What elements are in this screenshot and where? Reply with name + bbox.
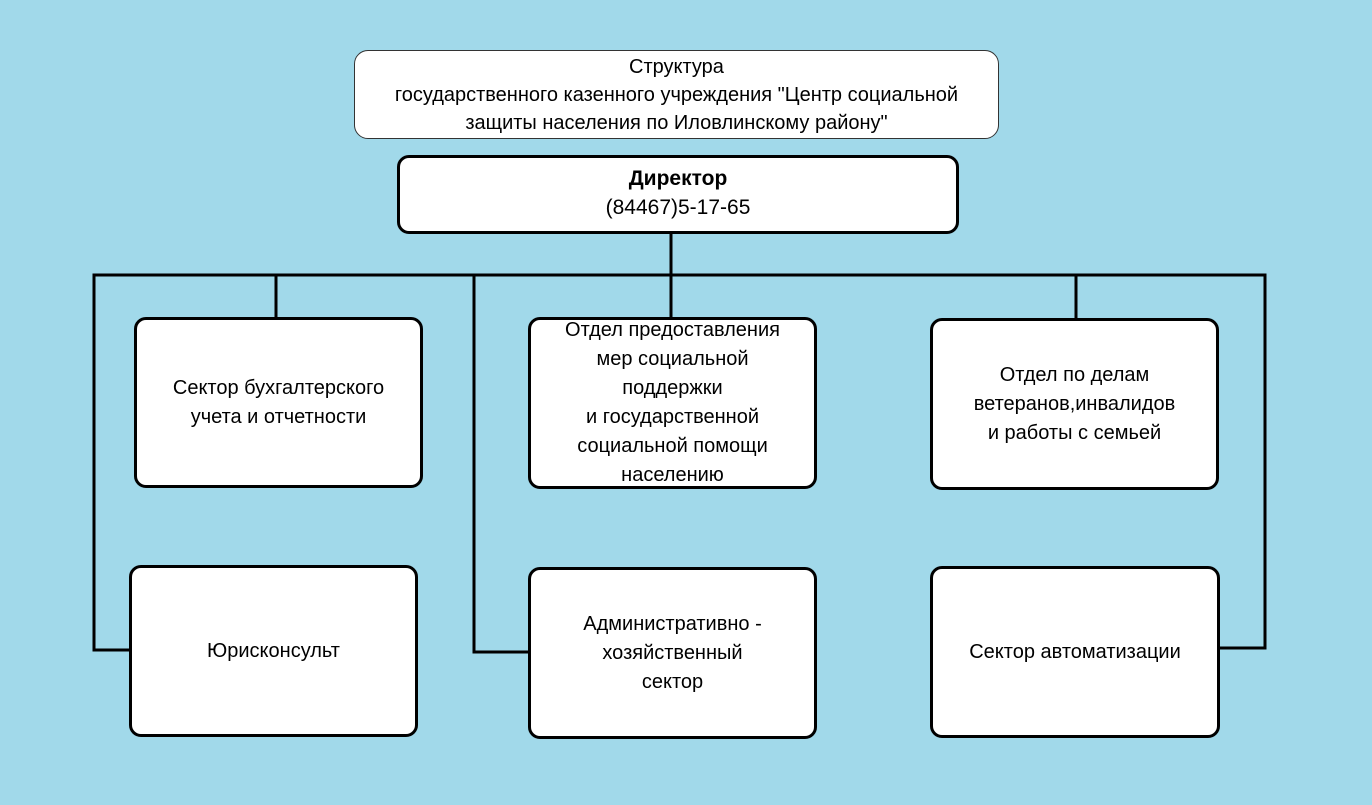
veterans-department-box: Отдел по делам ветеранов,инвалидов и раб… [930, 318, 1219, 490]
social-support-line-4: и государственной [585, 406, 760, 428]
legal-line-1: Юрисконсульт [207, 639, 340, 662]
connector-admin [472, 273, 530, 654]
veterans-line-2: ветеранов,инвалидов [973, 392, 1176, 415]
automation-sector-box: Сектор автоматизации [930, 566, 1220, 738]
accounting-sector-box: Сектор бухгалтерского учета и отчетности [134, 317, 423, 488]
admin-line-2: хозяйственный [602, 641, 743, 664]
connector-legal [92, 273, 131, 652]
title-line-2: государственного казенного учреждения "Ц… [394, 83, 959, 106]
social-support-line-6: населению [621, 464, 724, 486]
title-line-3: защиты населения по Иловлинскому району" [465, 111, 888, 134]
accounting-line-2: учета и отчетности [190, 405, 367, 428]
title-line-1: Структура [629, 55, 724, 78]
automation-line-1: Сектор автоматизации [969, 640, 1181, 663]
admin-line-3: сектор [641, 670, 704, 693]
structure-title-box: Структура государственного казенного учр… [354, 50, 999, 139]
admin-sector-box: Административно - хозяйственный сектор [528, 567, 817, 739]
social-support-line-3: поддержки [622, 377, 723, 399]
social-support-department-box: Отдел предоставления мер социальной подд… [528, 317, 817, 489]
director-box: Директор (84467)5-17-65 [397, 155, 959, 234]
director-phone: (84467)5-17-65 [605, 196, 751, 219]
director-label: Директор [628, 167, 728, 190]
social-support-line-2: мер социальной [596, 348, 749, 370]
connector-automation [1218, 273, 1267, 650]
admin-line-1: Административно - [583, 612, 762, 635]
accounting-line-1: Сектор бухгалтерского [172, 376, 385, 399]
social-support-line-1: Отдел предоставления [565, 319, 780, 341]
legal-counsel-box: Юрисконсульт [129, 565, 418, 737]
veterans-line-3: и работы с семьей [987, 421, 1162, 444]
social-support-line-5: социальной помощи [577, 435, 768, 457]
veterans-line-1: Отдел по делам [999, 363, 1150, 386]
